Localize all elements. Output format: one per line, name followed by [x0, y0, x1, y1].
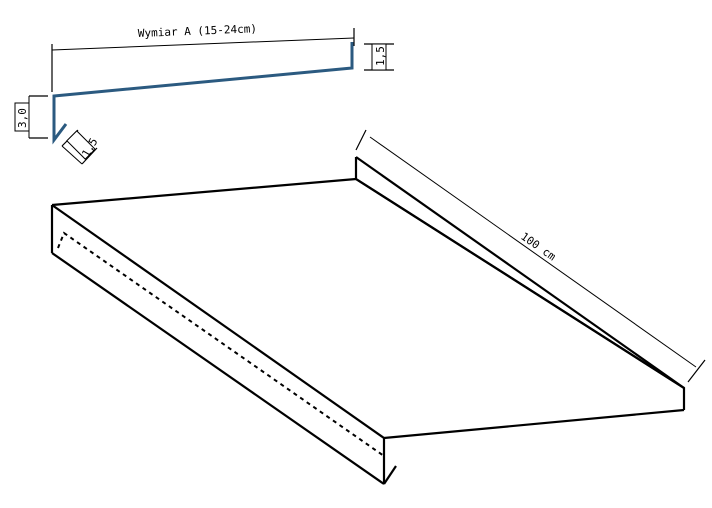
sill-front-top-edge [51, 204, 385, 439]
sill-drip-end [383, 465, 397, 485]
sill-back-upstand-top [355, 156, 685, 389]
dim-drip-line [61, 145, 83, 165]
right-flange-label-box [371, 43, 387, 71]
sill-profile-outline [52, 42, 354, 145]
dim-width-line [51, 37, 355, 51]
sill-front-bottom-edge [51, 252, 385, 485]
left-height-label: 3,0 [16, 108, 29, 128]
length-dimension: 100 cm [355, 129, 706, 383]
profile-section: Wymiar A (15-24cm) 1,5 3,0 1,5 [14, 22, 394, 165]
sill-back-upstand [354, 157, 686, 410]
dim-length-end-tick [687, 359, 706, 383]
dim-drip-tick-b [81, 147, 98, 165]
drip-label-box [66, 130, 96, 160]
width-dimension-label: Wymiar A (15-24cm) [138, 22, 258, 40]
left-height-label-box [14, 102, 30, 132]
sill-3d-view [50, 156, 686, 485]
sill-top-back-edge [51, 177, 357, 207]
sill-hidden-drip-line [57, 231, 385, 457]
dim-length-start-tick [355, 129, 367, 151]
dim-length-line [369, 136, 697, 368]
length-label: 100 cm [518, 230, 558, 264]
sill-front-right-bottom [383, 408, 685, 440]
right-flange-label: 1,5 [374, 46, 387, 66]
